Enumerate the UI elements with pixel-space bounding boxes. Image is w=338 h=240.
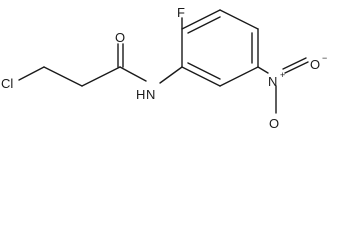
bond-c3-n bbox=[119, 66, 147, 82]
bond-c1-c2 bbox=[43, 66, 83, 87]
ring-bond-6 bbox=[181, 66, 221, 87]
ring-bond-2 bbox=[181, 9, 221, 30]
bond-cl-c1 bbox=[18, 66, 45, 81]
molecule-diagram: Cl O N H F N + O − O bbox=[1, 5, 327, 131]
bond-nitro-o-top-b bbox=[282, 57, 307, 70]
ring-bond-3 bbox=[219, 9, 259, 30]
atom-o-nitro-top: O bbox=[310, 57, 320, 72]
atom-f: F bbox=[177, 5, 185, 20]
bond-c2-c3 bbox=[81, 66, 121, 87]
bonds bbox=[18, 9, 309, 114]
atom-n-amide: N bbox=[146, 87, 155, 102]
bond-nitro-o-top-a bbox=[284, 61, 309, 74]
atom-o-carbonyl: O bbox=[115, 30, 125, 45]
charge-plus: + bbox=[280, 70, 285, 80]
ring-inner-bond-1 bbox=[187, 16, 221, 34]
ring-inner-bond-3 bbox=[187, 62, 221, 80]
charge-minus: − bbox=[322, 53, 327, 63]
bond-ring-nitro bbox=[257, 66, 269, 74]
atom-o-nitro-bottom: O bbox=[269, 116, 279, 131]
atom-cl: Cl bbox=[1, 76, 13, 91]
atom-n-nitro: N bbox=[268, 74, 277, 89]
atom-h-amide: H bbox=[136, 87, 145, 102]
structure-canvas: Cl O N H F N + O − O bbox=[1, 5, 328, 131]
atom-labels: Cl O N H F N + O − O bbox=[1, 5, 327, 131]
ring-bond-5 bbox=[219, 66, 259, 87]
bond-n-ring bbox=[159, 66, 183, 84]
